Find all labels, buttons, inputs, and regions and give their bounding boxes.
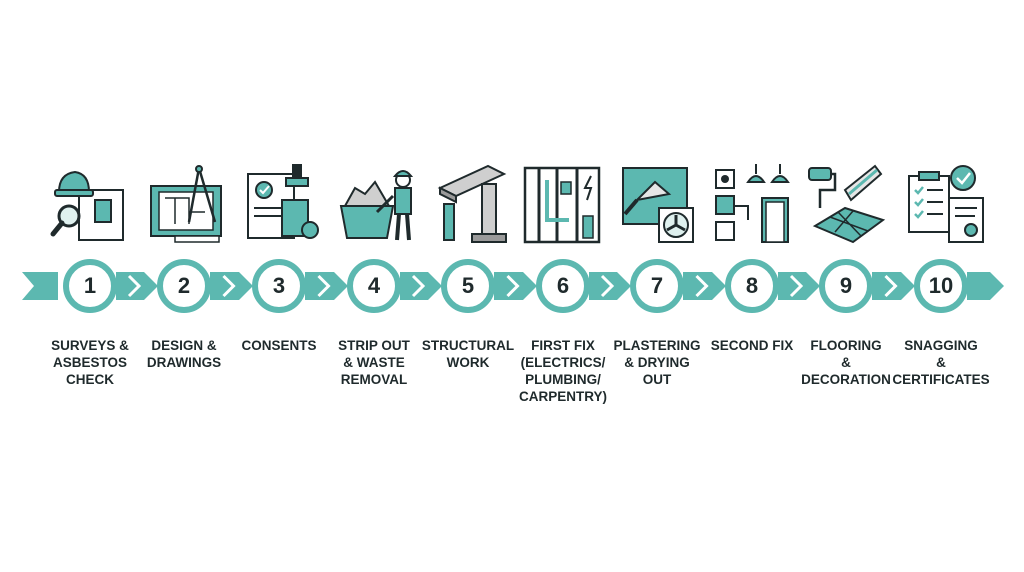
step-label-2: DESIGN & DRAWINGS xyxy=(146,338,222,370)
step-label-1: SURVEYS & ASBESTOS CHECK xyxy=(51,338,129,387)
arrow-segment-10 xyxy=(967,272,1004,300)
step-label-8: SECOND FIX xyxy=(710,338,794,353)
arrow-chevron-5 xyxy=(506,274,520,298)
step-number-8: 8 xyxy=(725,259,779,313)
arrow-chevron-3 xyxy=(317,274,331,298)
step-number-10: 10 xyxy=(914,259,968,313)
paint-roller-tiles-icon xyxy=(805,160,889,246)
arrow-chevron-7 xyxy=(695,274,709,298)
arrow-chevron-9 xyxy=(884,274,898,298)
step-label-7: PLASTERING & DRYING OUT xyxy=(613,338,701,387)
step-number-1: 1 xyxy=(63,259,117,313)
skip-worker-icon xyxy=(335,160,419,246)
step-label-3: CONSENTS xyxy=(241,338,317,353)
trowel-fan-icon xyxy=(617,160,701,246)
arrow-chevron-6 xyxy=(600,274,615,298)
step-label-5: STRUCTURAL WORK xyxy=(421,338,515,370)
approval-stamp-document-icon xyxy=(242,160,326,246)
sockets-lights-door-icon xyxy=(712,160,796,246)
step-number-9: 9 xyxy=(819,259,873,313)
survey-hardhat-magnifier-icon xyxy=(49,160,133,246)
step-label-9: FLOORING & DECORATION xyxy=(801,338,891,387)
step-label-4: STRIP OUT & WASTE REMOVAL xyxy=(338,338,410,387)
arrow-chevron-8 xyxy=(789,274,804,298)
arrow-tail xyxy=(22,272,58,300)
step-number-4: 4 xyxy=(347,259,401,313)
step-number-3: 3 xyxy=(252,259,306,313)
step-label-10: SNAGGING & CERTIFICATES xyxy=(892,338,990,387)
steel-beam-icon xyxy=(430,160,514,246)
stud-wall-pipes-icon xyxy=(521,160,605,246)
step-number-5: 5 xyxy=(441,259,495,313)
step-number-6: 6 xyxy=(536,259,590,313)
step-number-7: 7 xyxy=(630,259,684,313)
arrow-chevron-2 xyxy=(222,274,236,298)
arrow-chevron-4 xyxy=(411,274,426,298)
blueprint-compass-icon xyxy=(145,160,229,246)
step-number-2: 2 xyxy=(157,259,211,313)
step-label-6: FIRST FIX (ELECTRICS/ PLUMBING/ CARPENTR… xyxy=(518,338,607,404)
arrow-chevron-1 xyxy=(127,274,142,298)
checklist-certificate-icon xyxy=(905,160,989,246)
